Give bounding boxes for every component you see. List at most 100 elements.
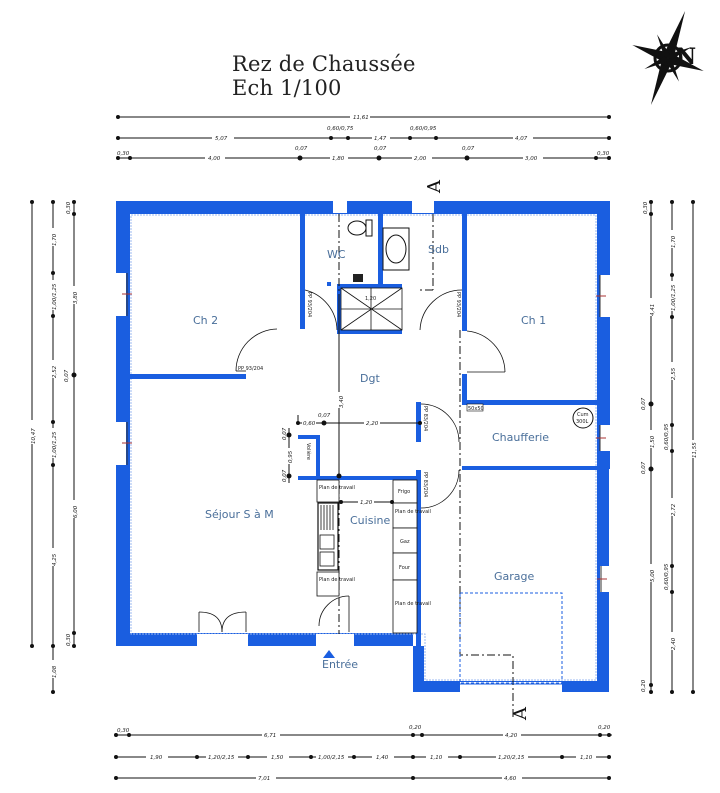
svg-text:1,00/1,25: 1,00/1,25	[52, 283, 58, 310]
svg-text:Plan de travail: Plan de travail	[395, 509, 431, 515]
svg-text:Plan de travail: Plan de travail	[319, 485, 355, 491]
svg-text:1,40: 1,40	[376, 755, 389, 761]
room-label-dgt: Dgt	[360, 372, 380, 385]
svg-text:4,41: 4,41	[650, 304, 656, 316]
compass-rose-icon: N	[632, 11, 704, 105]
room-label-sdb: Sdb	[428, 243, 449, 256]
svg-text:300L: 300L	[576, 419, 589, 425]
water-heater-icon: Cum 300L	[572, 407, 594, 429]
entrance-arrow-icon	[323, 650, 335, 658]
bathroom-fixtures: 1,20	[327, 219, 410, 331]
svg-text:Gaz: Gaz	[400, 539, 410, 545]
svg-text:0,60/0,95: 0,60/0,95	[664, 563, 670, 590]
svg-text:3,80: 3,80	[73, 291, 79, 304]
svg-text:Plan de travail: Plan de travail	[319, 577, 355, 583]
svg-text:2,52: 2,52	[52, 365, 58, 378]
svg-text:1,50: 1,50	[650, 435, 656, 448]
room-label-wc: WC	[327, 248, 346, 261]
svg-text:1,20/2,15: 1,20/2,15	[498, 755, 525, 761]
plan-scale: Ech 1/100	[232, 76, 342, 100]
svg-text:1,70: 1,70	[671, 235, 677, 248]
svg-text:2,72: 2,72	[671, 503, 677, 516]
room-label-chaufferie: Chaufferie	[492, 431, 549, 444]
svg-text:0,30: 0,30	[643, 201, 649, 214]
toilet-icon	[347, 220, 367, 236]
svg-text:6,00: 6,00	[73, 505, 79, 518]
svg-text:7,01: 7,01	[258, 776, 270, 782]
svg-text:1,90: 1,90	[150, 755, 163, 761]
svg-text:0,07: 0,07	[64, 369, 70, 382]
room-label-sejour: Séjour S à M	[205, 508, 274, 521]
svg-text:3,00: 3,00	[525, 156, 538, 162]
plan-title: Rez de Chaussée	[232, 52, 416, 76]
svg-text:0,60/0,95: 0,60/0,95	[410, 126, 437, 132]
svg-text:0,07: 0,07	[282, 427, 288, 440]
svg-text:0,30: 0,30	[66, 633, 72, 646]
svg-text:Volière: Volière	[305, 443, 312, 460]
svg-text:1,20/2,15: 1,20/2,15	[208, 755, 235, 761]
svg-text:0,60: 0,60	[303, 421, 316, 427]
svg-text:Cum: Cum	[577, 412, 589, 418]
svg-text:Frigo: Frigo	[398, 489, 410, 495]
svg-text:4,00: 4,00	[208, 156, 221, 162]
svg-text:5,00: 5,00	[650, 569, 656, 582]
svg-text:11,61: 11,61	[353, 115, 369, 121]
svg-text:0,07: 0,07	[282, 469, 288, 482]
svg-text:4,60: 4,60	[504, 776, 517, 782]
svg-text:1,10: 1,10	[430, 755, 443, 761]
svg-text:1,00/2,15: 1,00/2,15	[318, 755, 345, 761]
top-dimensions: 11,61 5,07 0,60/0,75 1,47 0,60/0,95 4,07…	[116, 112, 611, 162]
svg-text:4,20: 4,20	[505, 733, 518, 739]
kitchen-fixtures: Plan de travail Plan de travail Frigo Pl…	[316, 479, 431, 634]
svg-text:0,30: 0,30	[117, 728, 130, 734]
svg-text:5,07: 5,07	[215, 136, 228, 142]
svg-text:1,80: 1,80	[332, 156, 345, 162]
svg-text:0,07: 0,07	[641, 461, 647, 474]
svg-text:1,47: 1,47	[374, 136, 387, 142]
svg-text:2,00: 2,00	[414, 156, 427, 162]
room-label-ch1: Ch 1	[521, 314, 546, 327]
svg-text:1,20: 1,20	[365, 296, 376, 302]
svg-text:2,55: 2,55	[671, 367, 677, 380]
svg-text:PP 83/204: PP 83/204	[422, 406, 428, 431]
right-dimensions: 0,30 4,41 0,07 1,50 0,07 5,00 0,20 1,70 …	[641, 200, 698, 694]
svg-text:4,07: 4,07	[515, 136, 528, 142]
svg-text:2,40: 2,40	[671, 637, 677, 650]
svg-text:1,00/1,25: 1,00/1,25	[671, 284, 677, 311]
svg-text:PP 83/204: PP 83/204	[422, 472, 428, 497]
svg-text:PP 93/204: PP 93/204	[238, 366, 263, 372]
svg-text:0,20: 0,20	[409, 725, 422, 731]
svg-text:3,40: 3,40	[339, 395, 345, 408]
section-marker-bottom: A	[510, 706, 531, 721]
svg-text:1,20: 1,20	[360, 500, 373, 506]
svg-text:1,10: 1,10	[580, 755, 593, 761]
svg-text:0,07: 0,07	[318, 413, 331, 419]
garage-car-outline	[459, 592, 563, 684]
entrance-marker: Entrée	[322, 650, 358, 671]
room-labels: Ch 2 WC Sdb Ch 1 Dgt Chaufferie Séjour S…	[193, 243, 549, 583]
svg-text:0,07: 0,07	[462, 146, 475, 152]
svg-text:6,71: 6,71	[264, 733, 276, 739]
left-dimensions: 10,47 1,70 1,00/1,25 2,52 1,00/1,25 4,25…	[27, 200, 79, 694]
svg-text:Plan de travail: Plan de travail	[395, 601, 431, 607]
window-marks	[122, 273, 607, 685]
svg-text:0,07: 0,07	[641, 397, 647, 410]
svg-text:1,08: 1,08	[52, 665, 58, 678]
room-label-garage: Garage	[494, 570, 535, 583]
room-label-cuisine: Cuisine	[350, 514, 390, 527]
svg-text:2,20: 2,20	[366, 421, 379, 427]
svg-text:1,50: 1,50	[271, 755, 284, 761]
entrance-label: Entrée	[322, 658, 358, 671]
section-marker-top: A	[424, 179, 445, 194]
svg-text:50x50: 50x50	[468, 406, 484, 412]
svg-text:0,20: 0,20	[598, 725, 611, 731]
svg-text:PP 93/204: PP 93/204	[306, 292, 312, 317]
section-line: A A	[338, 179, 531, 721]
svg-text:1,70: 1,70	[52, 233, 58, 246]
svg-text:0,07: 0,07	[374, 146, 387, 152]
door-swings	[198, 289, 506, 633]
svg-text:0,30: 0,30	[66, 201, 72, 214]
svg-text:0,20: 0,20	[641, 679, 647, 692]
svg-text:0,07: 0,07	[295, 146, 308, 152]
